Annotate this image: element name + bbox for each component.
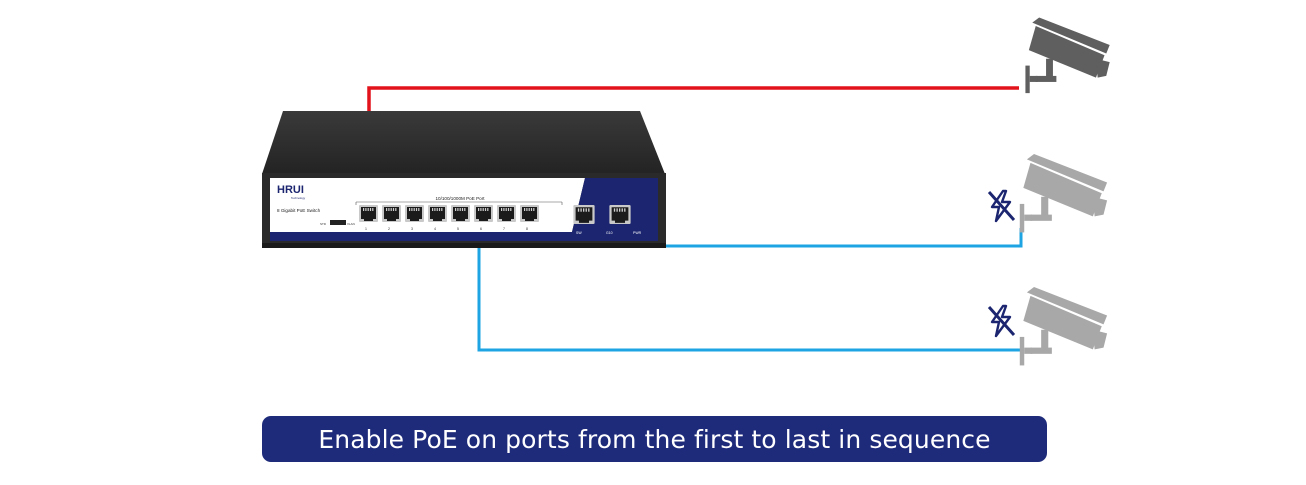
camera-3 xyxy=(987,287,1108,366)
poe-port-5 xyxy=(451,205,470,222)
port-label: 2 xyxy=(388,227,390,231)
caption-text: Enable PoE on ports from the first to la… xyxy=(318,424,991,454)
uplink-label: G10 xyxy=(606,231,613,235)
cable-port-6 xyxy=(477,220,1021,352)
camera-icon xyxy=(1025,17,1110,94)
poe-port-8 xyxy=(520,205,539,222)
poe-port-6 xyxy=(474,205,493,222)
mode-label-std: STD xyxy=(320,222,327,226)
poe-port-2 xyxy=(382,205,401,222)
port-label: 5 xyxy=(457,227,459,231)
poe-port-7 xyxy=(497,205,516,222)
port-label: 7 xyxy=(503,227,505,231)
poe-port-3 xyxy=(405,205,424,222)
camera-icon xyxy=(1019,287,1108,366)
caption-banner: Enable PoE on ports from the first to la… xyxy=(262,416,1047,462)
camera-2 xyxy=(987,154,1108,233)
poe-switch: HRUI Technology 8 Gigabit PoE Switch 10/… xyxy=(262,111,666,248)
camera-1 xyxy=(1025,17,1110,94)
switch-bottom-strip xyxy=(270,232,658,241)
switch-model: 8 Gigabit PoE Switch xyxy=(277,208,321,213)
uplink-label: SW xyxy=(576,231,582,235)
port-label: 1 xyxy=(365,227,367,231)
mode-label-vlan: VLAN xyxy=(347,222,355,226)
power-label: PWR xyxy=(633,231,642,235)
brand-tagline: Technology xyxy=(291,196,306,200)
port-label: 6 xyxy=(480,227,482,231)
no-power-icon xyxy=(987,304,1016,338)
uplink-port-1 xyxy=(573,205,595,224)
poe-port-1 xyxy=(359,205,378,222)
port-label: 8 xyxy=(526,227,528,231)
port-label: 3 xyxy=(411,227,413,231)
poe-port-label: 10/100/1000M PoE Port xyxy=(435,196,485,201)
uplink-port-2 xyxy=(609,205,631,224)
poe-port-4 xyxy=(428,205,447,222)
no-power-icon xyxy=(987,189,1016,223)
mode-switch xyxy=(330,220,346,225)
switch-top xyxy=(262,111,665,174)
camera-icon xyxy=(1019,154,1108,233)
port-label: 4 xyxy=(434,227,436,231)
brand-logo: HRUI xyxy=(277,184,304,196)
